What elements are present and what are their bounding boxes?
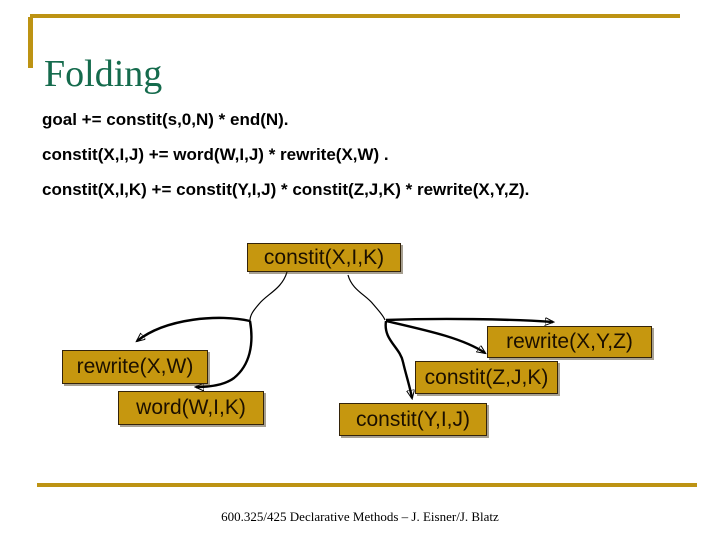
diagram-box-word-wik: word(W,I,K) — [118, 391, 264, 425]
diagram-box-rewrite-xyz: rewrite(X,Y,Z) — [487, 326, 652, 358]
fold-branch-right-line — [347, 274, 386, 321]
code-line-constit-word: constit(X,I,J) += word(W,I,J) * rewrite(… — [42, 145, 389, 164]
arrow-to-rewrite-xw — [137, 316, 251, 341]
title-accent-bar — [28, 17, 33, 68]
diagram-box-constit-yij: constit(Y,I,J) — [339, 403, 487, 436]
diagram-box-constit-xik: constit(X,I,K) — [247, 243, 401, 272]
slide-footer: 600.325/425 Declarative Methods – J. Eis… — [221, 509, 499, 524]
code-line-goal: goal += constit(s,0,N) * end(N). — [42, 110, 289, 129]
arrow-to-rewrite-xyz — [385, 319, 553, 322]
dyna-code-block: goal += constit(s,0,N) * end(N). constit… — [42, 102, 529, 207]
fold-branch-left-line — [249, 271, 288, 322]
diagram-box-rewrite-xw: rewrite(X,W) — [62, 350, 208, 384]
code-line-constit-binary: constit(X,I,K) += constit(Y,I,J) * const… — [42, 180, 530, 199]
bottom-gold-rule — [37, 483, 697, 487]
top-gold-rule — [30, 14, 680, 18]
arrow-to-constit-zjk — [385, 319, 485, 353]
diagram-box-constit-zjk: constit(Z,J,K) — [415, 361, 558, 394]
arrow-to-constit-yij — [384, 320, 412, 398]
slide-title: Folding — [44, 53, 163, 96]
